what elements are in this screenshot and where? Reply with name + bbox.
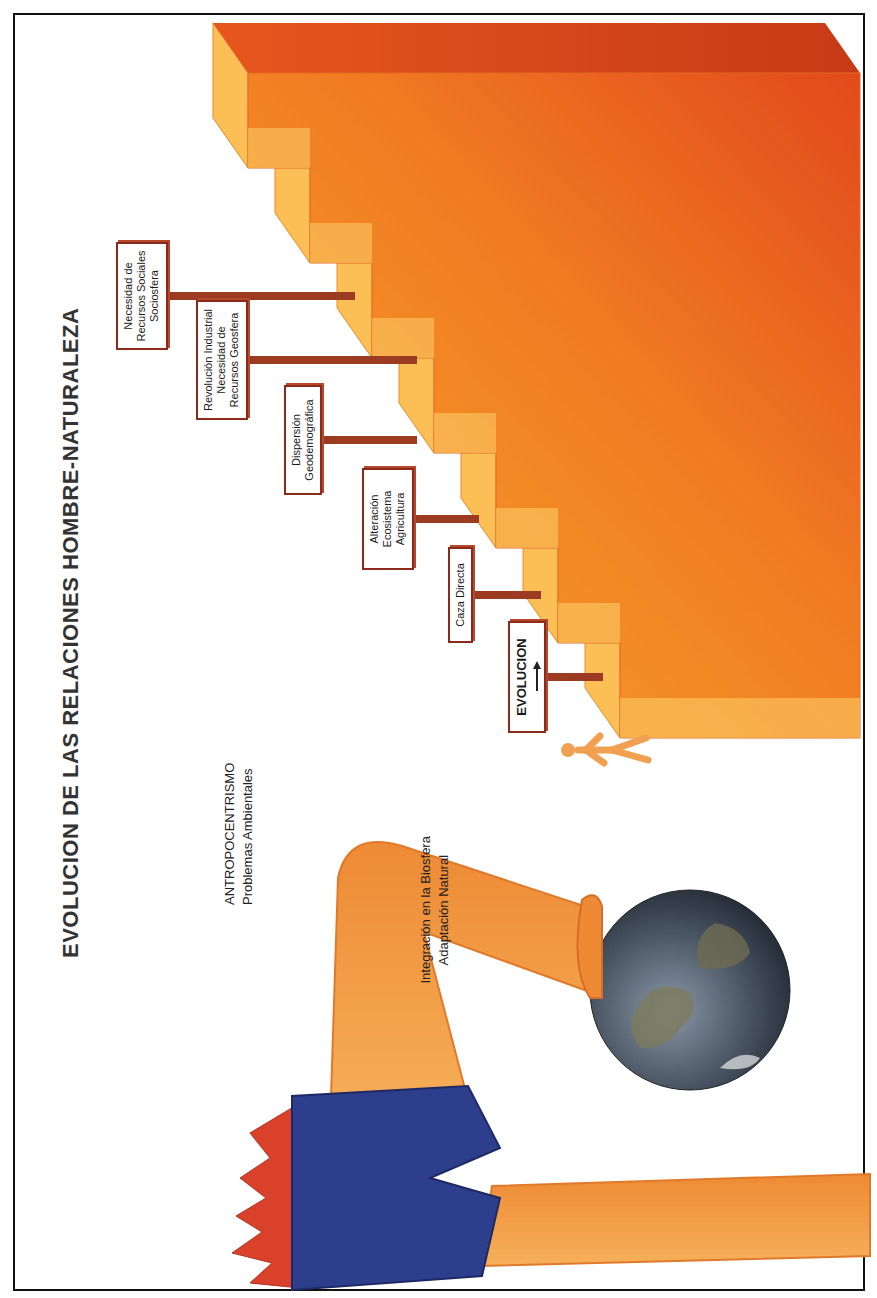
stage-sign: Caza Directa: [448, 547, 473, 643]
stage-sign: Revolución Industrial Necesidad de Recur…: [196, 300, 248, 420]
sign-text: EVOLUCION: [514, 627, 530, 727]
sign-text: Necesidad de Recursos Sociales Sociosfer…: [122, 248, 162, 344]
sign-text: Caza Directa: [454, 553, 467, 637]
sign-post: [414, 515, 479, 523]
sign-text: Alteración Ecosistema Agricultura: [368, 474, 408, 564]
evolution-arrowhead: [533, 661, 541, 669]
stair-front: [248, 73, 860, 738]
sign-post: [322, 436, 417, 444]
giant-figure: [232, 842, 870, 1290]
sign-text: Dispersión Geodemográfica: [290, 391, 316, 489]
concept-label: Problemas Ambientales: [240, 768, 255, 905]
sign-post: [168, 292, 355, 300]
stair-side: [213, 23, 860, 73]
small-human: [561, 736, 648, 763]
diagram-title: EVOLUCION DE LAS RELACIONES HOMBRE-NATUR…: [58, 308, 84, 958]
sign-post: [546, 673, 603, 681]
page-frame: [14, 14, 864, 1290]
sign-marks: [533, 661, 541, 691]
sign-text: Revolución Industrial Necesidad de Recur…: [202, 306, 242, 414]
stage-sign: Alteración Ecosistema Agricultura: [362, 468, 414, 570]
sign-post: [248, 356, 417, 364]
stage-sign: Dispersión Geodemográfica: [284, 385, 322, 495]
evolution-arrow: [536, 667, 538, 691]
stair-risers: [248, 128, 860, 738]
biosphere-label: Adaptación Natural: [436, 855, 451, 966]
biosphere-label: Integración en la Biosfera: [418, 836, 433, 983]
evolution-sign: EVOLUCION: [508, 621, 546, 733]
stage-sign: Necesidad de Recursos Sociales Sociosfer…: [116, 242, 168, 350]
sign-post: [473, 591, 541, 599]
earth-globe: [590, 890, 790, 1090]
concept-label: ANTROPOCENTRISMO: [222, 763, 237, 905]
